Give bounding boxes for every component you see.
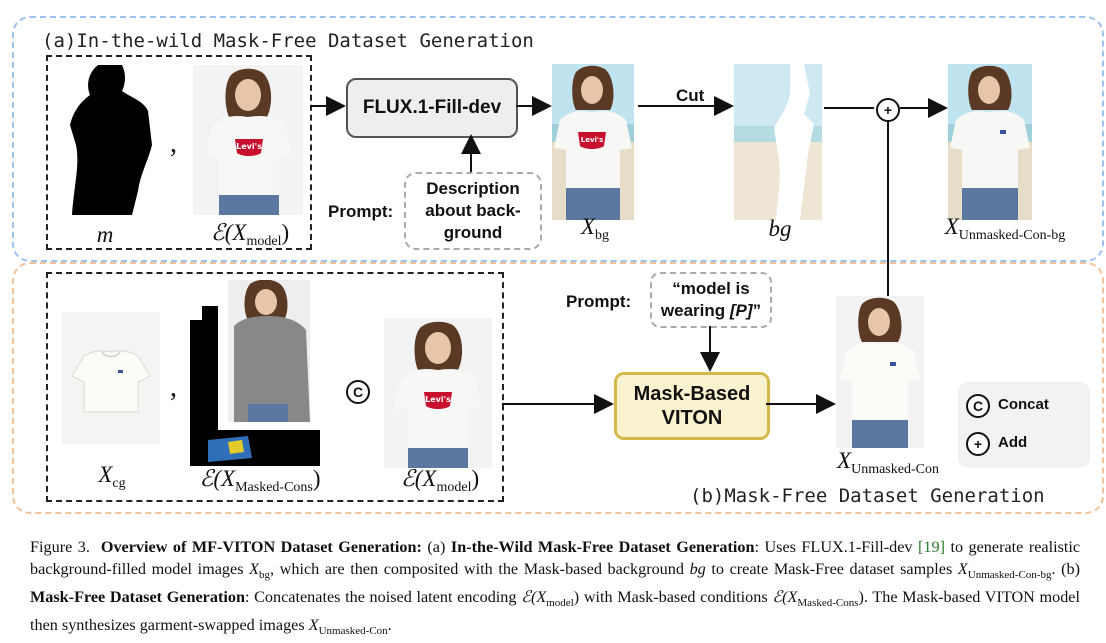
viton-line-1: Mask-Based (633, 383, 751, 405)
panel-a-title: (a)In-the-wild Mask-Free Dataset Generat… (42, 30, 534, 52)
model-prompt-line-2: wearing [P]” (660, 301, 762, 320)
logo-text-a: Levi's (236, 142, 262, 151)
x-bg-image: Levi's (552, 64, 634, 220)
label-x-cg: Xcg (98, 462, 126, 491)
x-unmasked-con-image (836, 296, 924, 448)
description-line-1: Description (426, 179, 520, 198)
logo-text-bg: Levi's (581, 136, 603, 144)
label-x-unmasked-con-bg: XUnmasked-Con-bg (944, 214, 1066, 243)
panel-a-frame (12, 16, 1104, 262)
label-enc-x-model-b: ℰ(Xmodel) (400, 466, 480, 495)
cut-label: Cut (676, 86, 705, 105)
model-image-a: Levi's (193, 65, 303, 215)
mask-based-viton-node: Mask-Based VITON (614, 372, 770, 440)
comma-a: , (170, 128, 177, 159)
input-group-a (46, 55, 312, 250)
x-cg-garment-image (62, 312, 160, 444)
prompt-label-a: Prompt: (328, 202, 394, 221)
comma-b: , (170, 372, 177, 403)
legend-concat-icon: C (966, 394, 990, 418)
label-bg: bg (768, 216, 792, 241)
figure-caption: Figure 3. Overview of MF-VITON Dataset G… (30, 538, 1081, 638)
label-x-unmasked-con: XUnmasked-Con (837, 448, 939, 477)
label-enc-x-masked-cons: ℰ(XMasked-Cons) (199, 466, 321, 495)
panel-b-frame (12, 262, 1104, 514)
prompt-label-b: Prompt: (566, 292, 632, 311)
add-operator-icon: + (876, 98, 900, 122)
input-group-b (46, 272, 504, 502)
label-x-bg: Xbg (580, 214, 610, 243)
model-prompt-node: “model is wearing [P]” (650, 272, 772, 328)
bg-image (734, 64, 822, 220)
legend-box: C Concat + Add (958, 382, 1090, 468)
panel-b-title: (b)Mask-Free Dataset Generation (690, 485, 1045, 507)
x-unmasked-con-bg-image (948, 64, 1032, 220)
arrows-layer (310, 96, 948, 414)
description-node: Description about back- ground (404, 172, 542, 250)
legend-add-label: Add (998, 434, 1028, 451)
masked-cons-image (188, 280, 324, 466)
label-m: m (96, 222, 114, 247)
flux-fill-dev-node: FLUX.1-Fill-dev (346, 78, 518, 138)
legend-concat-label: Concat (998, 396, 1049, 413)
legend-add-icon: + (966, 432, 990, 456)
mask-m-image (60, 65, 160, 215)
description-line-2: about back- (425, 201, 521, 220)
logo-text-b: Levi's (425, 395, 451, 404)
viton-line-2: VITON (661, 407, 723, 429)
label-enc-x-model-a: ℰ(Xmodel) (210, 220, 290, 249)
model-image-b: Levi's (384, 318, 492, 468)
description-line-3: ground (443, 223, 503, 242)
concat-operator-icon: C (346, 380, 370, 404)
model-prompt-line-1: “model is (672, 279, 750, 298)
